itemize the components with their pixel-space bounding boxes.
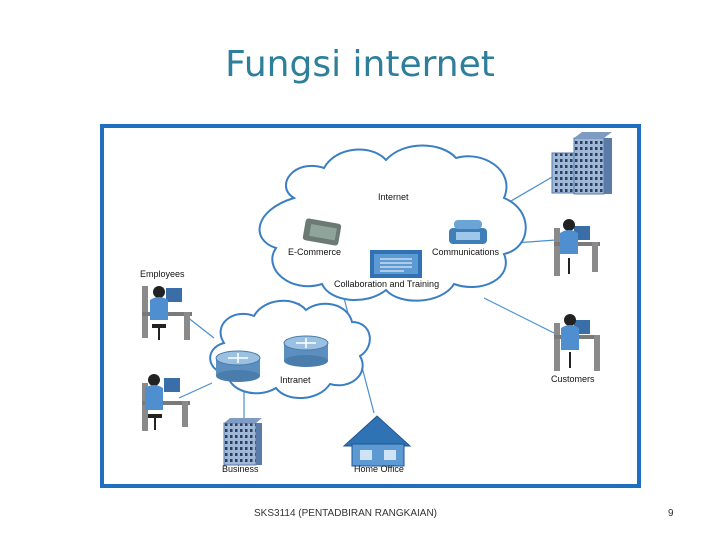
internet-label: Internet xyxy=(378,192,409,202)
diagram-canvas xyxy=(142,132,612,467)
employees-label: Employees xyxy=(140,269,185,279)
router-icon xyxy=(215,350,261,382)
employee-at-desk-icon xyxy=(142,374,190,431)
customer-at-desk-icon xyxy=(554,314,600,371)
building-icon xyxy=(551,132,612,195)
customers-label: Customers xyxy=(551,374,595,384)
house-icon xyxy=(342,415,412,467)
customer-at-desk-icon xyxy=(554,219,600,276)
building-icon xyxy=(223,418,262,466)
slide-title: Fungsi internet xyxy=(225,44,495,85)
intranet-label: Intranet xyxy=(280,375,311,385)
network-diagram: Internet E-Commerce Communications Colla… xyxy=(100,124,641,488)
employee-at-desk-icon xyxy=(142,286,192,340)
business-label: Business xyxy=(222,464,259,474)
page-number: 9 xyxy=(668,508,674,519)
home-office-label: Home Office xyxy=(354,464,404,474)
slide-footer: SKS3114 (PENTADBIRAN RANGKAIAN) xyxy=(254,508,438,519)
telephone-icon xyxy=(449,220,487,244)
router-icon xyxy=(283,335,329,367)
ecommerce-label: E-Commerce xyxy=(288,247,342,257)
internet-cloud xyxy=(258,144,527,302)
collaboration-label: Collaboration and Training xyxy=(334,279,440,289)
collaboration-screen-icon xyxy=(370,250,422,278)
credit-card-icon xyxy=(302,218,342,246)
communications-label: Communications xyxy=(432,247,500,257)
